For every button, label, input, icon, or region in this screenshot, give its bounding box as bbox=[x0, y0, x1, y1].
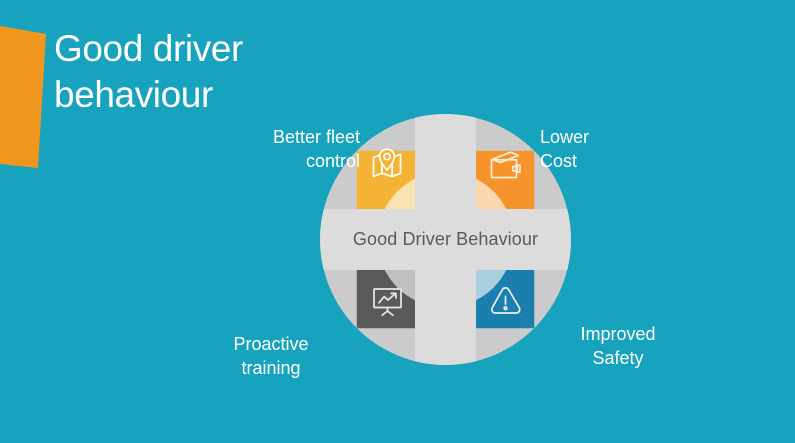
callout-lower-cost: Lower Cost bbox=[540, 127, 590, 171]
callout-proactive-training: Proactive training bbox=[233, 334, 309, 378]
map-pin-icon bbox=[372, 148, 402, 178]
accent-wedge-shape bbox=[0, 26, 46, 168]
wallet-icon bbox=[490, 151, 521, 179]
good-driver-behaviour-wheel: Good Driver Behaviour bbox=[320, 114, 571, 365]
callout-improved-safety: Improved Safety bbox=[580, 324, 656, 368]
page-title: Good driver behaviour bbox=[54, 28, 243, 115]
warning-triangle-icon bbox=[490, 287, 521, 314]
callout-better-fleet-control: Better fleet control bbox=[272, 127, 360, 171]
presentation-chart-icon bbox=[373, 288, 402, 317]
wheel-cross-overlay bbox=[320, 114, 571, 365]
